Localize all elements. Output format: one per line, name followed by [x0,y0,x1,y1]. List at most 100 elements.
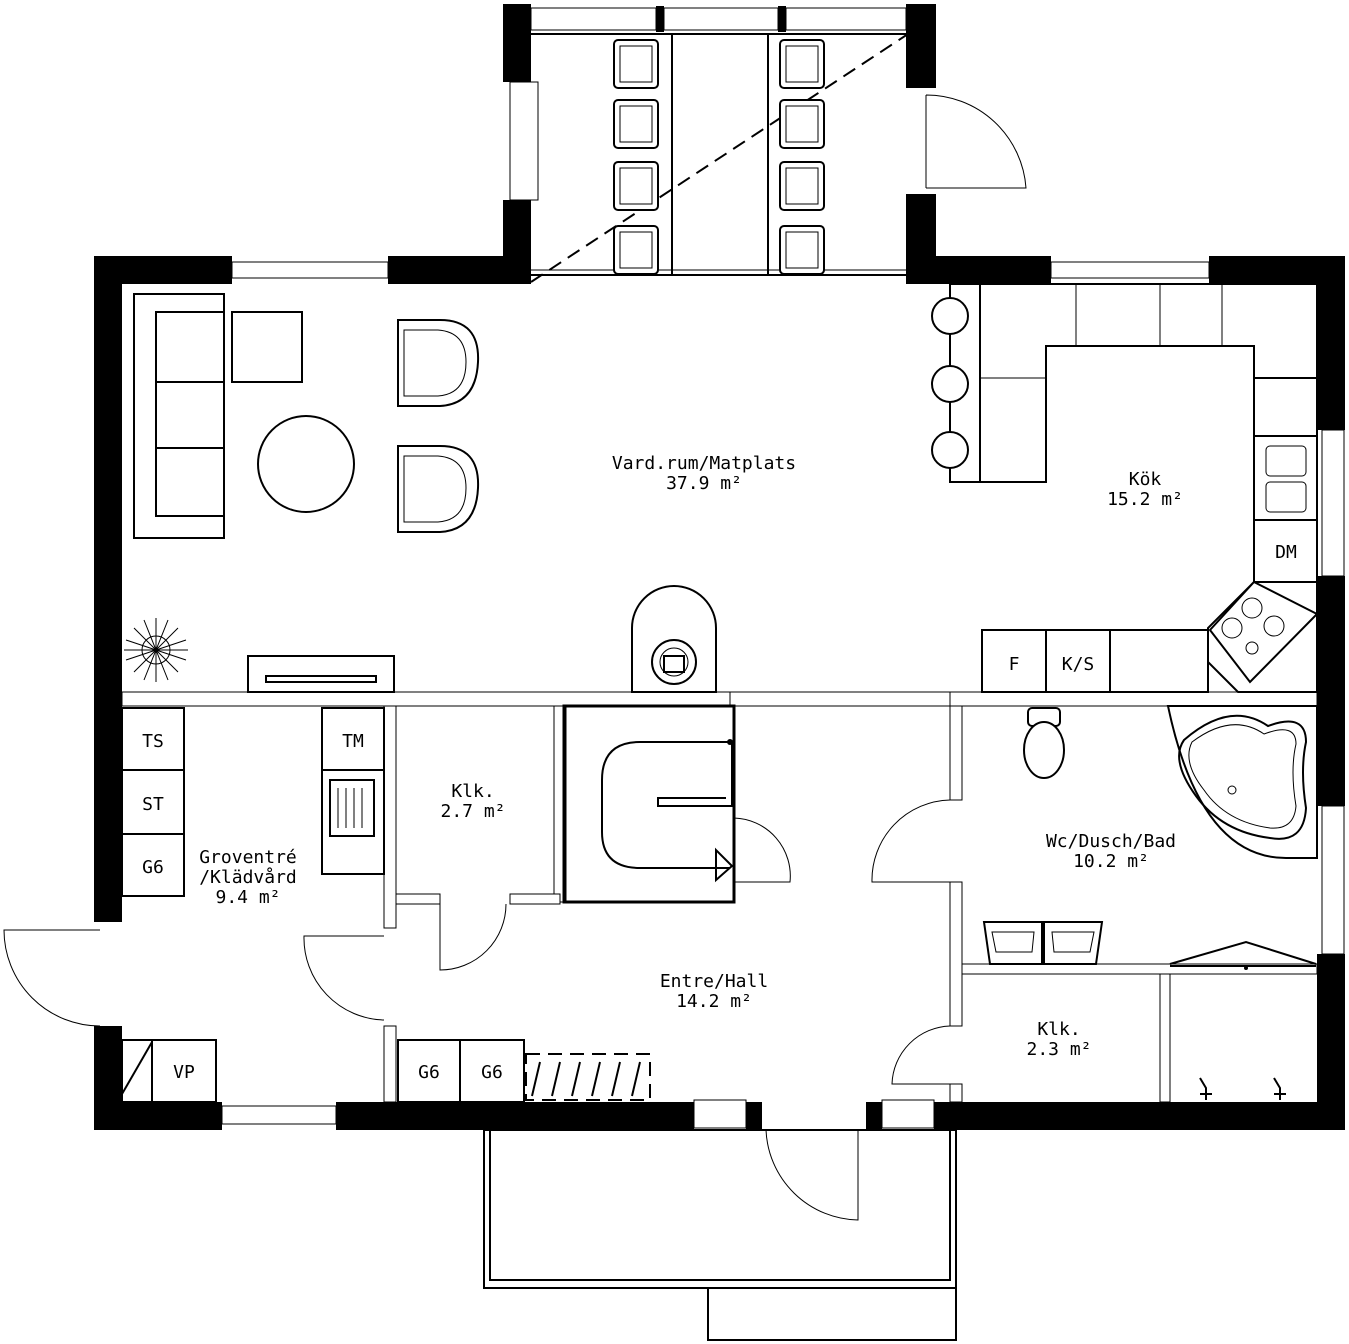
window [1321,429,1345,577]
wardrobe [397,1039,461,1103]
wall-segment [656,6,664,32]
window [1050,261,1210,279]
door-swing [871,799,951,883]
corner-bathtub [1166,705,1318,859]
shoe-rack [525,1053,651,1101]
patio-chairs [613,39,825,275]
door-swing [303,935,385,1021]
living-furniture [124,293,717,693]
fireplace [631,585,717,693]
wall-segment [388,256,531,284]
wall-segment [778,6,786,32]
stove [1208,580,1319,684]
tm-label: TM [342,731,364,752]
toilet [1023,707,1065,779]
partition-wall [383,705,397,929]
tv-bench [247,655,395,693]
window [785,7,907,31]
room-area-vardrum: 37.9 m² [666,473,742,494]
kitchen: DM F K/S [931,283,1319,693]
door-swing [733,817,791,883]
door-swing [439,903,507,971]
room-area-klk-1: 2.7 m² [440,801,505,822]
door-swing [925,94,1027,189]
room-name-klk-2: Klk. [1037,1019,1080,1040]
wall-segment [906,256,1051,284]
plant [124,618,188,682]
fridge-freezer-label: K/S [1062,654,1095,675]
entrance-porch [483,1129,957,1341]
partition-wall [949,691,1318,707]
sofa-cushion [155,447,225,517]
kitchen-counter [979,283,1318,483]
room-name-entre: Entre/Hall [660,971,768,992]
heat-pump [121,1039,217,1103]
room-area-wc: 10.2 m² [1073,851,1149,872]
sofa-cushion [155,311,225,383]
kitchen-counter [981,629,1209,693]
window [881,1099,935,1129]
utility-room: TS ST G6 TM VP [121,707,385,1103]
interior-walls [121,691,1318,1103]
partition-wall [949,1083,963,1103]
room-name-kladvard: /Klädvård [199,867,297,888]
wall-segment [934,1102,1345,1130]
room-area-klk-2: 2.3 m² [1026,1039,1091,1060]
faucet-icon [1199,1077,1286,1100]
room-name-kok: Kök [1129,469,1162,490]
partition-wall [121,691,733,707]
window [693,1099,747,1129]
porch-step [707,1287,957,1341]
g6-label: G6 [142,857,164,878]
room-labels: Vard.rum/Matplats 37.9 m² Kök 15.2 m² Kl… [199,453,1183,1060]
partition-wall [509,893,561,905]
window [221,1105,337,1125]
g6-label: G6 [481,1062,503,1083]
roof-line [530,33,909,283]
room-area-kok: 15.2 m² [1107,489,1183,510]
wall-segment [1317,954,1345,1130]
dishwasher-label: DM [1275,542,1297,563]
stairs [562,704,736,904]
door-swing [3,929,101,1027]
partition-wall [949,881,963,1027]
bar-stool [931,365,969,403]
partition-wall [961,963,1318,975]
partition-wall [729,691,951,707]
wall-segment [94,1102,222,1130]
door-swing [765,1129,859,1221]
wall-segment [906,4,936,88]
wall-segment [94,256,122,922]
bar-stool [931,297,969,335]
wall-segment [336,1102,694,1130]
fridge-label: F [1009,654,1020,675]
coffee-table [257,415,355,513]
wall-segment [1317,576,1345,806]
partition-wall [949,705,963,801]
wall-segment [503,4,531,82]
room-area-groventre: 9.4 m² [215,887,280,908]
ts-label: TS [142,731,164,752]
st-label: ST [142,794,164,815]
bar-stool [931,431,969,469]
shower [1169,940,1317,970]
hall: G6 G6 [397,1039,651,1103]
g6-label: G6 [418,1062,440,1083]
wall-segment [866,1102,882,1130]
sofa-cushion [231,311,303,383]
porch-outline [483,1129,957,1289]
kitchen-sink [1253,435,1318,521]
porch-outline [489,1129,951,1281]
glazed-veranda [503,4,1027,284]
room-name-vardrum: Vard.rum/Matplats [612,453,796,474]
exterior-walls [94,256,1345,1130]
kitchen-counter [1253,377,1318,437]
room-name-wc: Wc/Dusch/Bad [1046,831,1176,852]
sofa-cushion [155,381,225,449]
room-area-entre: 14.2 m² [676,991,752,1012]
wall-segment [746,1102,762,1130]
room-name-klk-1: Klk. [451,781,494,802]
partition-wall [383,1025,397,1103]
wall-segment [1317,256,1345,430]
